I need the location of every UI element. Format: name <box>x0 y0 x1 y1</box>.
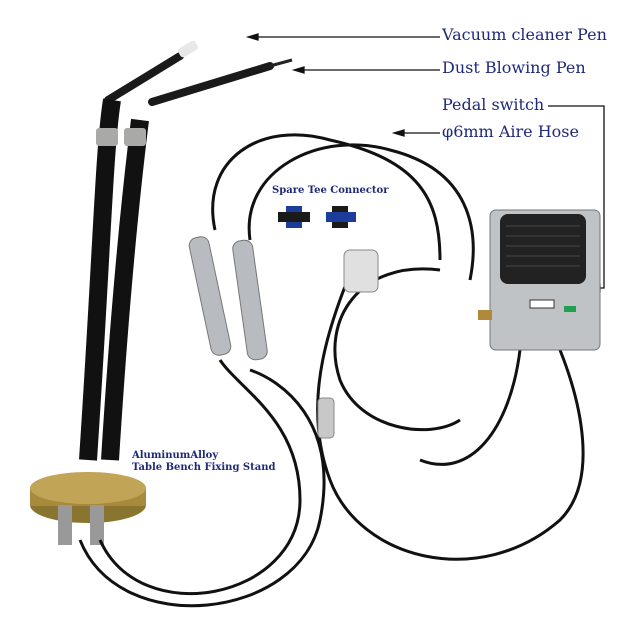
vertical-hoses <box>79 98 149 461</box>
label-air-hose: φ6mm Aire Hose <box>442 122 579 141</box>
label-fixing-stand-line1: AluminumAlloy <box>132 450 219 461</box>
label-fixing-stand-line2: Table Bench Fixing Stand <box>132 462 276 473</box>
label-pedal-switch: Pedal switch <box>442 95 545 114</box>
pedal-switch <box>478 209 601 351</box>
label-spare-tee-connector: Spare Tee Connector <box>272 185 389 196</box>
label-vacuum-cleaner-pen: Vacuum cleaner Pen <box>442 25 607 44</box>
inline-filter <box>317 249 379 439</box>
label-fixing-stand: AluminumAlloy Table Bench Fixing Stand <box>132 450 276 474</box>
air-hoses <box>78 133 585 608</box>
tee-connectors <box>278 206 356 228</box>
metal-valves <box>188 236 268 361</box>
label-dust-blowing-pen: Dust Blowing Pen <box>442 58 586 77</box>
pens <box>104 40 293 106</box>
aluminum-stand <box>30 472 146 545</box>
